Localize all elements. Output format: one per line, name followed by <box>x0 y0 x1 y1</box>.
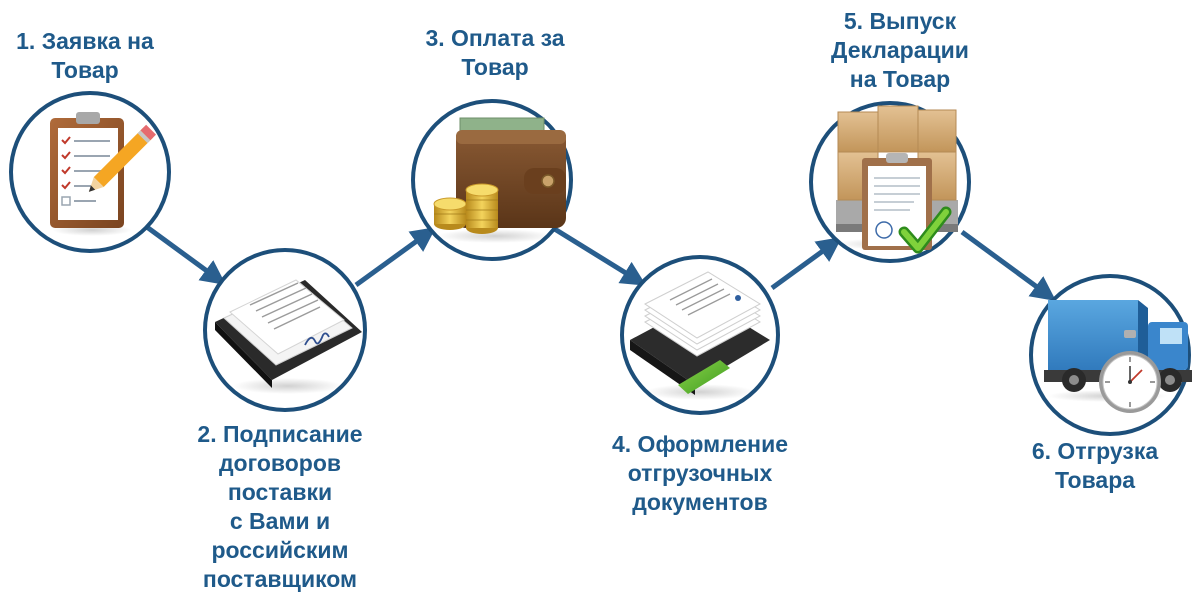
step-1-node <box>9 91 171 253</box>
step-4-node <box>620 255 780 415</box>
step-5-label: 5. Выпуск Декларации на Товар <box>831 8 969 92</box>
document-stack-folder-icon <box>630 271 770 400</box>
step-6-node <box>1029 274 1192 436</box>
wallet-coins-icon <box>433 117 566 243</box>
step-3-label: 3. Оплата за Товар <box>425 25 565 80</box>
step-2-label: 2. Подписание договоров поставки с Вами … <box>197 421 363 592</box>
step-6-label: 6. Отгрузка Товара <box>1031 438 1159 493</box>
step-5-node <box>809 101 971 263</box>
step-4-label: 4. Оформление отгрузочных документов <box>611 431 788 515</box>
step-1-label: 1. Заявка на Товар <box>16 28 154 83</box>
clipboard-checklist-pencil-icon <box>50 112 157 236</box>
connector-arrows <box>138 219 1057 301</box>
step-2-node <box>203 248 367 412</box>
arrow-4-to-5 <box>770 237 843 291</box>
arrow-1-to-2 <box>138 219 227 285</box>
truck-stopwatch-icon <box>1044 300 1192 413</box>
signed-contract-documents-icon <box>215 279 362 394</box>
arrow-3-to-4 <box>551 225 647 286</box>
arrow-2-to-3 <box>354 227 437 288</box>
arrow-5-to-6 <box>960 229 1057 301</box>
boxes-declaration-checkmark-icon <box>836 105 958 254</box>
step-3-node <box>411 99 573 261</box>
